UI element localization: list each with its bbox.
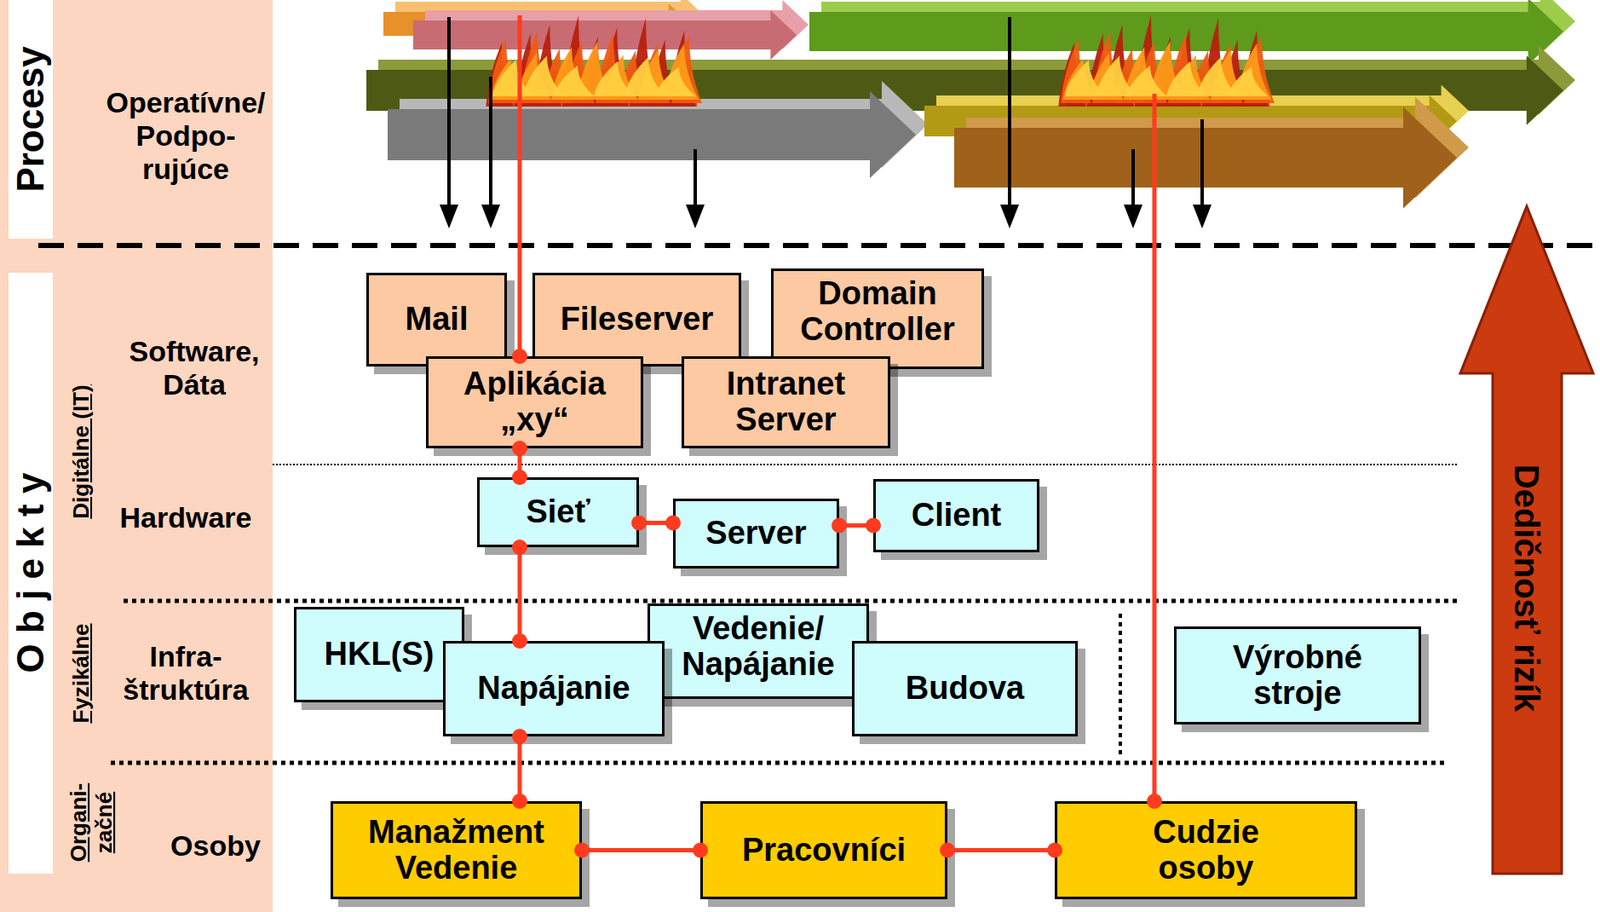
junction-dot [692,842,708,858]
box-label: HKL(S) [324,636,435,673]
risk-path [1152,93,1157,806]
box-label: Manažment Vedenie [354,814,559,887]
box-label: Fileserver [560,301,714,338]
infrastructure-box: Budova [851,640,1078,737]
person-box: Manažment Vedenie [330,800,582,899]
process-arrow [954,97,1469,209]
side-strip [8,0,53,239]
junction-dot [1146,793,1163,809]
box-label: Aplikácia „xy“ [449,366,621,438]
box-label: Intranet Server [701,366,872,438]
risk-connector [517,546,523,641]
junction-dot [665,515,681,531]
risk-connector [947,847,1055,852]
box-label: Vedenie/ Napájanie [664,610,852,683]
row-separator [272,463,1457,466]
software-box: Fileserver [532,272,742,367]
box-label: Client [911,497,1002,534]
section-title: O b j e k t y [9,472,53,674]
junction-dot [512,348,528,364]
fire-symbol [1058,15,1275,107]
infrastructure-box: HKL(S) [293,606,465,703]
row-label: Software, Dáta [104,334,284,402]
hardware-box: Server [673,498,840,569]
risk-connector [581,847,701,852]
row-label: Infra- štruktúra [109,639,263,707]
group-label: Fyzikálne [69,622,95,723]
box-label: Napájanie [477,670,631,707]
row-label: Operatívne/ Podpo- rujúce [94,86,278,186]
process-arrow [809,0,1576,65]
box-label: Pracovníci [742,832,906,869]
side-strip [8,272,53,874]
hardware-box: Client [873,478,1040,553]
row-separator [110,760,1449,766]
risk-arrow [1460,206,1594,874]
software-box: Intranet Server [681,356,891,449]
impact-arrow [1192,119,1212,229]
infrastructure-box: Napájanie [443,640,665,737]
impact-arrow [1000,17,1019,229]
impact-arrow [685,149,705,229]
hardware-box: Sieť [477,477,639,547]
box-label: Budova [905,670,1025,707]
junction-dot [831,517,847,534]
junction-dot [512,728,528,744]
box-label: Server [705,515,806,552]
junction-dot [512,633,528,649]
infrastructure-box: Vedenie/ Napájanie [647,603,870,699]
junction-dot [865,517,881,534]
machine-box: Výrobné stroje [1174,626,1422,725]
software-box: Domain Controller [771,268,985,369]
software-box: Aplikácia „xy“ [425,356,644,449]
junction-dot [1047,842,1063,858]
junction-dot [939,842,956,858]
risk-connector [517,448,523,478]
impact-arrow [439,17,459,229]
junction-dot [631,515,647,531]
junction-dot [512,469,528,485]
software-box: Mail [366,272,507,367]
row-label: Osoby [170,828,261,863]
row-separator [123,598,1457,604]
box-label: Výrobné stroje [1212,639,1383,712]
group-label: Organi- začné [66,777,118,868]
section-title: Procesy [9,46,53,192]
risk-path [517,15,523,357]
layer-separator [38,242,1600,248]
risk-connector [638,520,674,525]
impact-arrow [481,76,501,229]
box-label: Domain Controller [783,276,972,348]
group-label: Digitálne (IT) [69,384,95,518]
junction-dot [512,793,528,809]
junction-dot [574,842,590,858]
junction-dot [512,440,528,456]
box-label: Cudzie osoby [1133,814,1279,887]
risk-connector [839,523,874,528]
junction-dot [512,539,528,555]
row-separator [1118,613,1123,754]
box-label: Sieť [525,494,590,530]
risk-arrow-label: Dedičnosť rizík [1507,464,1547,712]
box-label: Mail [405,301,469,338]
person-box: Cudzie osoby [1054,800,1358,899]
risk-connector [517,736,523,801]
row-label: Hardware [120,500,253,535]
impact-arrow [1123,149,1143,229]
person-box: Pracovníci [700,800,948,899]
